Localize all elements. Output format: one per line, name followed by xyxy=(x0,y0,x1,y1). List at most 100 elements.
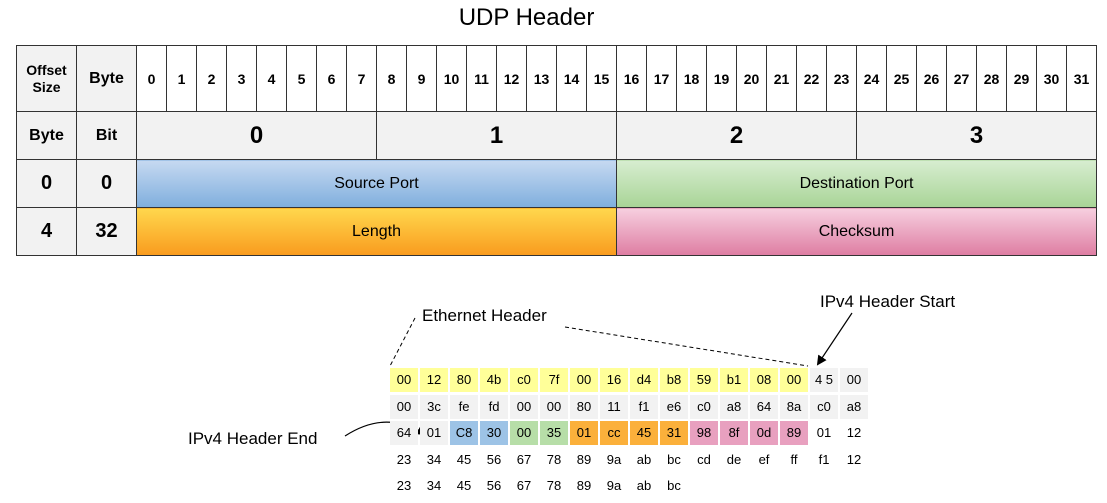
hex-byte: 59 xyxy=(690,368,718,392)
hex-byte: bc xyxy=(667,451,681,467)
hex-byte: a8 xyxy=(720,394,748,419)
hex-byte: 12 xyxy=(420,368,448,392)
hex-byte: 23 xyxy=(396,451,412,467)
udp-header-table: Offset Size Byte 0 1 2 3 4 5 6 7 8 9 10 … xyxy=(16,45,1097,256)
hex-byte: 0d xyxy=(750,421,778,445)
hex-byte: 00 xyxy=(840,368,868,392)
hex-byte: 30 xyxy=(480,421,508,445)
hex-byte: fe xyxy=(450,394,478,419)
bit-number: 31 xyxy=(1066,45,1097,112)
hex-byte: 89 xyxy=(576,478,592,493)
hex-byte: 01 xyxy=(816,425,832,440)
hex-byte: 00 xyxy=(570,368,598,392)
hex-byte: b8 xyxy=(660,368,688,392)
hex-byte: 12 xyxy=(846,425,862,440)
hex-byte: 35 xyxy=(540,421,568,445)
bit-offset: 32 xyxy=(76,207,137,256)
hex-byte: ab xyxy=(636,478,652,493)
hex-byte: 67 xyxy=(516,478,532,493)
hex-byte: 00 xyxy=(510,421,538,445)
byte-offset: 0 xyxy=(16,159,77,208)
hex-byte: 64 xyxy=(750,394,778,419)
bit-number: 18 xyxy=(676,45,707,112)
bit-number: 22 xyxy=(796,45,827,112)
byte-number: 3 xyxy=(856,111,1097,160)
hex-byte: 11 xyxy=(600,394,628,419)
bit-number: 2 xyxy=(196,45,227,112)
hex-byte: e6 xyxy=(660,394,688,419)
hex-byte: b1 xyxy=(720,368,748,392)
bit-number: 19 xyxy=(706,45,737,112)
offset-label: Offset xyxy=(26,61,67,78)
byte-number: 2 xyxy=(616,111,857,160)
hex-byte: 34 xyxy=(426,451,442,467)
hex-byte: c0 xyxy=(810,394,838,419)
hex-byte: 45 xyxy=(456,478,472,493)
hex-byte: 80 xyxy=(450,368,478,392)
hex-byte: 80 xyxy=(570,394,598,419)
bit-number: 28 xyxy=(976,45,1007,112)
bit-number: 4 xyxy=(256,45,287,112)
hex-byte: d4 xyxy=(630,368,658,392)
hex-byte: 31 xyxy=(660,421,688,445)
hex-byte: 3c xyxy=(420,394,448,419)
bit-number: 24 xyxy=(856,45,887,112)
hex-byte: ef xyxy=(758,451,770,467)
bit-number: 3 xyxy=(226,45,257,112)
hex-byte: 34 xyxy=(426,478,442,493)
hex-byte: 89 xyxy=(576,451,592,467)
ipv4-start-label: IPv4 Header Start xyxy=(820,292,956,311)
byte-number-row: Byte Bit 0 1 2 3 xyxy=(16,111,1097,160)
hex-byte: bc xyxy=(667,478,681,493)
hex-byte: 8f xyxy=(720,421,748,445)
bit-number-row: Offset Size Byte 0 1 2 3 4 5 6 7 8 9 10 … xyxy=(16,45,1097,112)
hex-byte: 45 xyxy=(456,451,472,467)
bit-number: 12 xyxy=(496,45,527,112)
hex-byte: 00 xyxy=(390,368,418,392)
hex-byte: 78 xyxy=(546,451,562,467)
destination-port-field: Destination Port xyxy=(616,159,1097,208)
hex-byte: 01 xyxy=(570,421,598,445)
hex-byte: 00 xyxy=(540,394,568,419)
hex-byte: 56 xyxy=(486,451,502,467)
length-field: Length xyxy=(136,207,617,256)
byte-offset: 4 xyxy=(16,207,77,256)
size-label: Size xyxy=(32,78,61,95)
hex-byte: 01 xyxy=(420,421,448,445)
hex-byte: a8 xyxy=(840,394,868,419)
hex-byte: 12 xyxy=(846,451,862,467)
hex-byte: 00 xyxy=(390,394,418,419)
bit-number: 5 xyxy=(286,45,317,112)
bit-number: 7 xyxy=(346,45,377,112)
hex-byte: 9a xyxy=(606,451,622,467)
byte-number: 0 xyxy=(136,111,377,160)
byte-row-label: Byte xyxy=(16,111,77,160)
bit-number: 16 xyxy=(616,45,647,112)
hex-byte: 00 xyxy=(510,394,538,419)
hex-byte: 4 5 xyxy=(810,368,838,392)
bit-number: 29 xyxy=(1006,45,1037,112)
bit-number: 25 xyxy=(886,45,917,112)
hex-byte: ab xyxy=(636,451,652,467)
hex-byte: 23 xyxy=(396,478,412,493)
hex-byte: 16 xyxy=(600,368,628,392)
bit-number: 13 xyxy=(526,45,557,112)
header-row-0: 0 0 Source Port Destination Port xyxy=(16,159,1097,208)
hex-byte: 08 xyxy=(750,368,778,392)
bit-row-label: Bit xyxy=(76,111,137,160)
hex-byte: 45 xyxy=(630,421,658,445)
bit-number: 1 xyxy=(166,45,197,112)
ethernet-bracket-right xyxy=(564,326,809,367)
hex-byte: fd xyxy=(480,394,508,419)
diagram-title: UDP Header xyxy=(458,4,595,31)
hex-byte: 64 xyxy=(390,421,418,445)
bit-number: 21 xyxy=(766,45,797,112)
byte-number: 1 xyxy=(376,111,617,160)
hex-byte: 4b xyxy=(480,368,508,392)
hex-byte: 00 xyxy=(780,368,808,392)
checksum-field: Checksum xyxy=(616,207,1097,256)
bit-number: 6 xyxy=(316,45,347,112)
ethernet-header-label: Ethernet Header xyxy=(422,306,547,325)
hex-byte: 89 xyxy=(780,421,808,445)
bit-number: 20 xyxy=(736,45,767,112)
